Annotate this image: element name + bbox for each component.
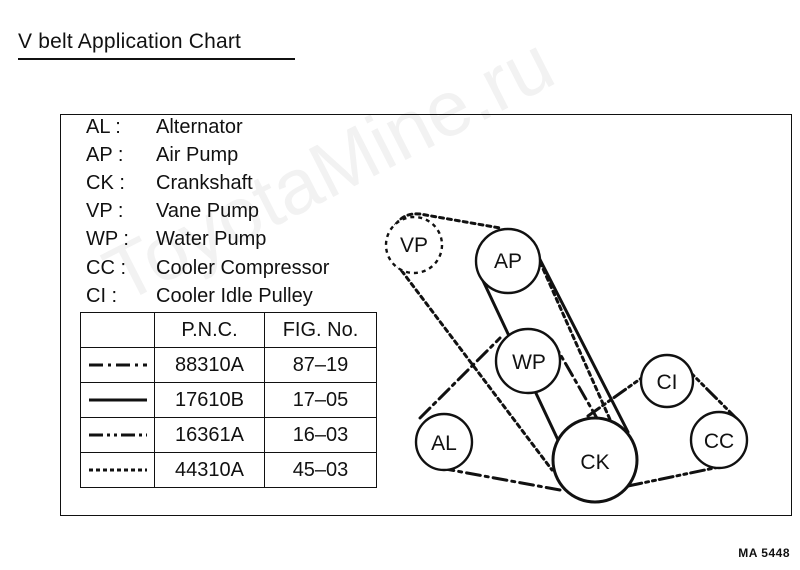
belt-16361a-ck-ci: [586, 370, 652, 418]
line-style-cell: [80, 417, 155, 453]
legend-abbr: AP :: [86, 144, 124, 166]
legend-name: Cooler Compressor: [156, 257, 330, 279]
belt-88310a-upper: [418, 336, 502, 420]
belt-16361a-cc-ck: [626, 464, 726, 488]
pulley-ap-circle: [474, 227, 542, 295]
pulley-ck-label: CK: [580, 451, 609, 474]
chart-frame: [60, 114, 792, 516]
pulley-ci-circle: [639, 353, 695, 409]
pnc-cell: 44310A: [154, 452, 265, 488]
pnc-cell: 16361A: [154, 417, 265, 453]
fig-cell: 16–03: [264, 417, 377, 453]
pulley-cc-label: CC: [704, 430, 734, 453]
figure-code: MA 5448: [738, 546, 790, 560]
pulley-vp-label: VP: [400, 234, 428, 257]
legend-abbr: CC :: [86, 257, 126, 279]
pulley-wp-circle: [494, 327, 562, 395]
legend-name: Air Pump: [156, 144, 239, 166]
pulley-ap-label: AP: [494, 250, 522, 273]
pulley-al-label: AL: [431, 432, 457, 455]
fig-cell: 45–03: [264, 452, 377, 488]
table-row: 88310A 87–19: [80, 347, 377, 383]
pnc-cell: 88310A: [154, 347, 265, 383]
legend-name: Alternator: [156, 116, 243, 138]
pulley-wp-label: WP: [512, 351, 546, 374]
pulley-ck-circle: [551, 416, 639, 504]
legend-name: Vane Pump: [156, 200, 260, 222]
pulley-cc-circle: [689, 410, 749, 470]
pulley-ci-label: CI: [657, 371, 678, 394]
belt-44310a-right: [538, 260, 614, 426]
table-header-pnc: P.N.C.: [154, 312, 265, 348]
legend-abbr: CI :: [86, 285, 118, 307]
page-title: V belt Application Chart: [18, 30, 242, 53]
fig-cell: 87–19: [264, 347, 377, 383]
table-header-line: [80, 312, 155, 348]
title-underline: [18, 58, 295, 60]
line-style-cell: [80, 347, 155, 383]
pulley-al-circle: [414, 412, 474, 472]
pulley-vp-circle: [384, 215, 444, 275]
belt-spec-table: P.N.C. FIG. No. 88310A 87–19 17610B 17–0…: [80, 312, 377, 488]
legend-name: Cooler Idle Pulley: [156, 285, 313, 307]
dash-dot-dot-line-sample: [88, 433, 147, 437]
legend-abbr: AL :: [86, 116, 121, 138]
legend-abbr: WP :: [86, 228, 129, 250]
legend-name: Crankshaft: [156, 172, 253, 194]
solid-line-sample: [88, 398, 147, 402]
pnc-cell: 17610B: [154, 382, 265, 418]
legend-name: Water Pump: [156, 228, 267, 250]
belt-88310a-lower: [438, 466, 562, 492]
table-row: 44310A 45–03: [80, 452, 377, 488]
legend-abbr: VP :: [86, 200, 124, 222]
table-row: 17610B 17–05: [80, 382, 377, 418]
dotted-line-sample: [88, 468, 147, 472]
legend-abbr: CK :: [86, 172, 125, 194]
dash-dot-line-sample: [88, 363, 147, 367]
table-row: 16361A 16–03: [80, 417, 377, 453]
